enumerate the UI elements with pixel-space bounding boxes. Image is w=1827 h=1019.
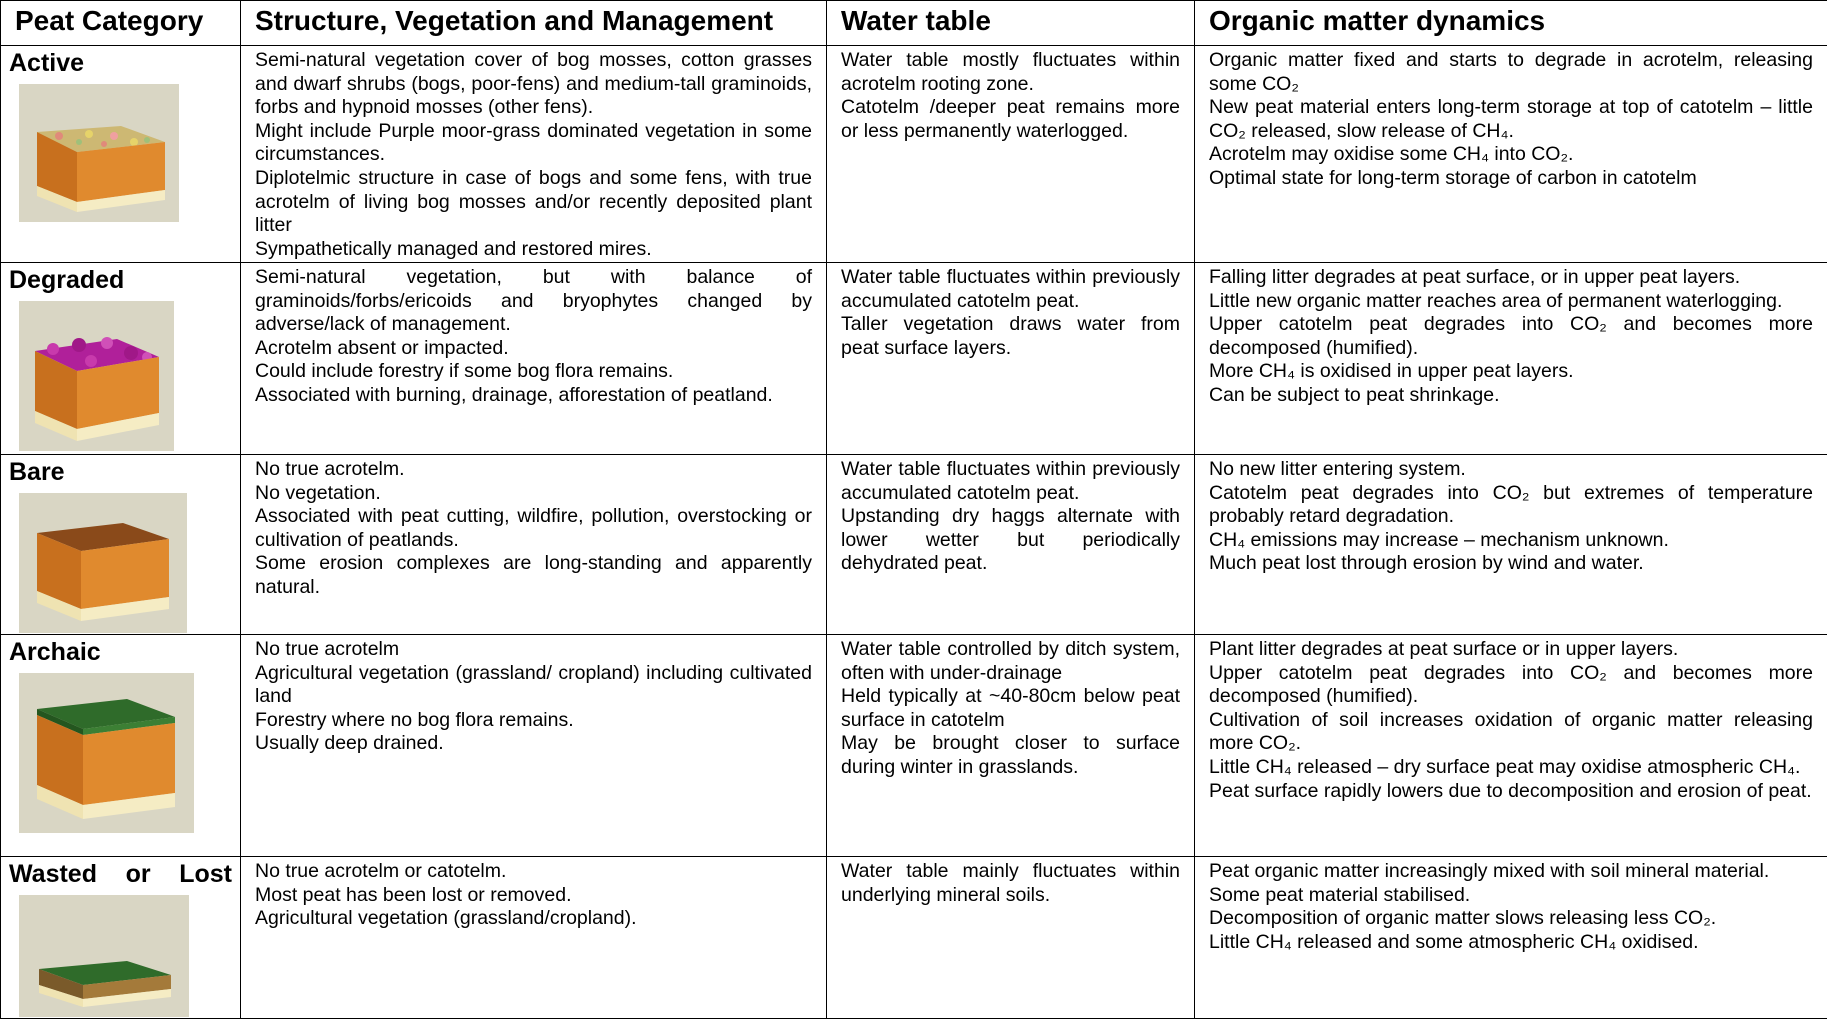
organic-text: CH₄ emissions may increase – mechanism u… xyxy=(1209,529,1813,553)
organic-text: Plant litter degrades at peat surface or… xyxy=(1209,638,1813,662)
organic-text: Catotelm peat degrades into CO₂ but extr… xyxy=(1209,482,1813,529)
structure-text: Might include Purple moor-grass dominate… xyxy=(255,120,812,167)
structure-text: Usually deep drained. xyxy=(255,732,812,756)
organic-text: Decomposition of organic matter slows re… xyxy=(1209,907,1813,931)
category-cell: Wasted or Lost xyxy=(1,857,241,1019)
structure-text: Associated with burning, drainage, affor… xyxy=(255,384,812,408)
water-text: Catotelm /deeper peat remains more or le… xyxy=(841,96,1180,143)
structure-text: Agricultural vegetation (grassland/cropl… xyxy=(255,907,812,931)
organic-matter-cell: Organic matter fixed and starts to degra… xyxy=(1195,46,1827,263)
water-text: Water table mostly fluctuates within acr… xyxy=(841,49,1180,96)
peat-block-bare-icon xyxy=(19,493,187,633)
table-row: Wasted or Lost No true acrotelm or catot… xyxy=(1,857,1827,1019)
organic-text: Little new organic matter reaches area o… xyxy=(1209,290,1813,314)
organic-matter-cell: Peat organic matter increasingly mixed w… xyxy=(1195,857,1827,1019)
organic-text: Peat organic matter increasingly mixed w… xyxy=(1209,860,1813,884)
organic-text: Organic matter fixed and starts to degra… xyxy=(1209,49,1813,96)
organic-text: Peat surface rapidly lowers due to decom… xyxy=(1209,780,1813,804)
organic-text: Falling litter degrades at peat surface,… xyxy=(1209,266,1813,290)
organic-text: Little CH₄ released – dry surface peat m… xyxy=(1209,756,1813,780)
table-row: Archaic No true acrotelm Agricultural ve… xyxy=(1,635,1827,857)
organic-text: More CH₄ is oxidised in upper peat layer… xyxy=(1209,360,1813,384)
structure-text: Diplotelmic structure in case of bogs an… xyxy=(255,167,812,238)
water-table-cell: Water table mainly fluctuates within und… xyxy=(827,857,1195,1019)
water-text: Water table fluctuates within previously… xyxy=(841,266,1180,313)
table-row: Degraded Semi-natural vegetation, but wi… xyxy=(1,263,1827,455)
organic-matter-cell: Plant litter degrades at peat surface or… xyxy=(1195,635,1827,857)
water-text: Water table fluctuates within previously… xyxy=(841,458,1180,505)
header-row: Peat Category Structure, Vegetation and … xyxy=(1,1,1827,46)
peat-block-active-icon xyxy=(19,84,179,222)
water-text: Water table controlled by ditch system, … xyxy=(841,638,1180,685)
organic-text: Upper catotelm peat degrades into CO₂ an… xyxy=(1209,662,1813,709)
organic-text: Cultivation of soil increases oxidation … xyxy=(1209,709,1813,756)
organic-text: Acrotelm may oxidise some CH₄ into CO₂. xyxy=(1209,143,1813,167)
water-text: Water table mainly fluctuates within und… xyxy=(841,860,1180,907)
category-name: Active xyxy=(9,48,232,78)
water-table-cell: Water table mostly fluctuates within acr… xyxy=(827,46,1195,263)
peat-block-wasted-icon xyxy=(19,895,189,1017)
organic-matter-cell: Falling litter degrades at peat surface,… xyxy=(1195,263,1827,455)
structure-text: Semi-natural vegetation cover of bog mos… xyxy=(255,49,812,120)
structure-text: No vegetation. xyxy=(255,482,812,506)
water-table-cell: Water table fluctuates within previously… xyxy=(827,455,1195,635)
structure-text: Could include forestry if some bog flora… xyxy=(255,360,812,384)
organic-text: Much peat lost through erosion by wind a… xyxy=(1209,552,1813,576)
organic-text: Can be subject to peat shrinkage. xyxy=(1209,384,1813,408)
water-text: May be brought closer to surface during … xyxy=(841,732,1180,779)
category-cell: Active xyxy=(1,46,241,263)
water-text: Taller vegetation draws water from peat … xyxy=(841,313,1180,360)
organic-text: Little CH₄ released and some atmospheric… xyxy=(1209,931,1813,955)
structure-text: Acrotelm absent or impacted. xyxy=(255,337,812,361)
structure-text: No true acrotelm. xyxy=(255,458,812,482)
header-peat-category: Peat Category xyxy=(1,1,241,46)
peat-block-degraded-icon xyxy=(19,301,174,451)
water-table-cell: Water table fluctuates within previously… xyxy=(827,263,1195,455)
table-row: Bare No true acrotelm. No vegetation. As… xyxy=(1,455,1827,635)
category-cell: Degraded xyxy=(1,263,241,455)
header-water-table: Water table xyxy=(827,1,1195,46)
structure-cell: No true acrotelm or catotelm. Most peat … xyxy=(241,857,827,1019)
structure-cell: Semi-natural vegetation, but with balanc… xyxy=(241,263,827,455)
structure-cell: No true acrotelm Agricultural vegetation… xyxy=(241,635,827,857)
structure-text: Sympathetically managed and restored mir… xyxy=(255,238,812,262)
organic-text: New peat material enters long-term stora… xyxy=(1209,96,1813,143)
organic-text: No new litter entering system. xyxy=(1209,458,1813,482)
water-text: Held typically at ~40-80cm below peat su… xyxy=(841,685,1180,732)
category-name: Archaic xyxy=(9,637,232,667)
structure-text: Semi-natural vegetation, but with balanc… xyxy=(255,266,812,337)
organic-matter-cell: No new litter entering system. Catotelm … xyxy=(1195,455,1827,635)
structure-text: Forestry where no bog flora remains. xyxy=(255,709,812,733)
structure-cell: Semi-natural vegetation cover of bog mos… xyxy=(241,46,827,263)
category-cell: Bare xyxy=(1,455,241,635)
category-name: Degraded xyxy=(9,265,232,295)
organic-text: Some peat material stabilised. xyxy=(1209,884,1813,908)
structure-text: Most peat has been lost or removed. xyxy=(255,884,812,908)
organic-text: Upper catotelm peat degrades into CO₂ an… xyxy=(1209,313,1813,360)
category-name: Wasted or Lost xyxy=(9,859,232,889)
structure-text: Some erosion complexes are long-standing… xyxy=(255,552,812,599)
organic-text: Optimal state for long-term storage of c… xyxy=(1209,167,1813,191)
structure-text: Associated with peat cutting, wildfire, … xyxy=(255,505,812,552)
header-organic-matter: Organic matter dynamics xyxy=(1195,1,1827,46)
table-row: Active Semi-natural vegetation cover of … xyxy=(1,46,1827,263)
structure-text: Agricultural vegetation (grassland/ crop… xyxy=(255,662,812,709)
category-name: Bare xyxy=(9,457,232,487)
peat-block-archaic-icon xyxy=(19,673,194,833)
water-table-cell: Water table controlled by ditch system, … xyxy=(827,635,1195,857)
header-structure: Structure, Vegetation and Management xyxy=(241,1,827,46)
structure-text: No true acrotelm or catotelm. xyxy=(255,860,812,884)
structure-cell: No true acrotelm. No vegetation. Associa… xyxy=(241,455,827,635)
category-cell: Archaic xyxy=(1,635,241,857)
structure-text: No true acrotelm xyxy=(255,638,812,662)
water-text: Upstanding dry haggs alternate with lowe… xyxy=(841,505,1180,576)
